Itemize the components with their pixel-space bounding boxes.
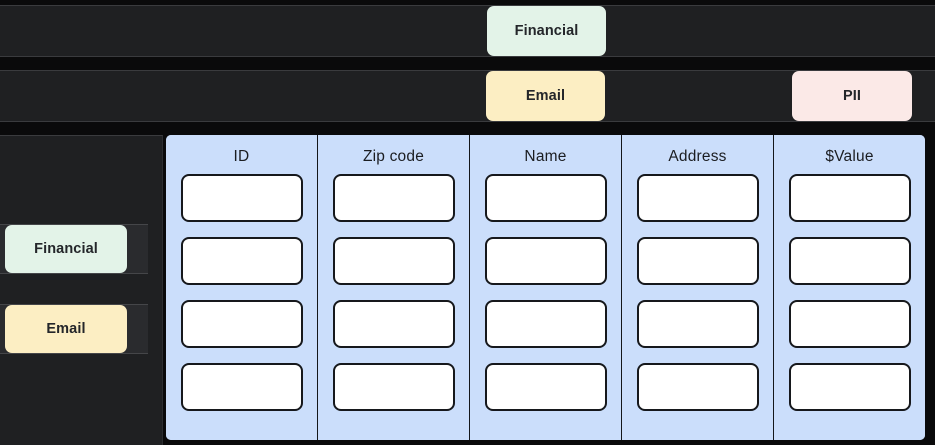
table-cell[interactable] (636, 363, 759, 411)
table-column-value: $Value (774, 135, 925, 440)
table-cell[interactable] (788, 174, 911, 222)
column-header: Zip code (362, 148, 425, 165)
column-cells (774, 174, 925, 440)
sidebar-tag-chip-label: Financial (34, 241, 98, 257)
tag-row-strip-2 (0, 70, 935, 122)
column-header: Name (524, 148, 567, 165)
table-cell[interactable] (788, 300, 911, 348)
tag-chip-financial-top[interactable]: Financial (487, 6, 606, 56)
table-cell[interactable] (484, 300, 607, 348)
column-cells (622, 174, 773, 440)
sidebar-tag-chip-email[interactable]: Email (5, 305, 127, 353)
column-header: Address (668, 148, 727, 165)
column-cells (318, 174, 469, 440)
sidebar-tag-chip-label: Email (46, 321, 86, 337)
table-cell[interactable] (180, 300, 303, 348)
tag-chip-label: PII (842, 88, 862, 104)
tag-row-strip-1 (0, 5, 935, 57)
table-column-id: ID (166, 135, 318, 440)
table-cell[interactable] (484, 363, 607, 411)
table-cell[interactable] (180, 237, 303, 285)
table-cell[interactable] (180, 363, 303, 411)
sidebar-tag-chip-financial[interactable]: Financial (5, 225, 127, 273)
table-cell[interactable] (332, 174, 455, 222)
data-table-panel: ID Zip code Name (166, 135, 925, 440)
table-cell[interactable] (636, 174, 759, 222)
table-cell[interactable] (484, 237, 607, 285)
tag-sidebar: Financial Email (0, 135, 163, 445)
column-header: ID (233, 148, 250, 165)
table-column-zip-code: Zip code (318, 135, 470, 440)
table-cell[interactable] (788, 363, 911, 411)
tag-chip-label: Email (525, 88, 566, 104)
table-column-address: Address (622, 135, 774, 440)
table-cell[interactable] (332, 363, 455, 411)
table-cell[interactable] (788, 237, 911, 285)
column-cells (166, 174, 317, 440)
tag-chip-email-top[interactable]: Email (486, 71, 605, 121)
tag-chip-pii-top[interactable]: PII (792, 71, 912, 121)
table-column-name: Name (470, 135, 622, 440)
table-cell[interactable] (636, 300, 759, 348)
table-cell[interactable] (332, 300, 455, 348)
tag-chip-label: Financial (514, 23, 579, 39)
table-cell[interactable] (180, 174, 303, 222)
table-cell[interactable] (332, 237, 455, 285)
table-cell[interactable] (484, 174, 607, 222)
table-cell[interactable] (636, 237, 759, 285)
column-header: $Value (825, 148, 874, 165)
column-cells (470, 174, 621, 440)
